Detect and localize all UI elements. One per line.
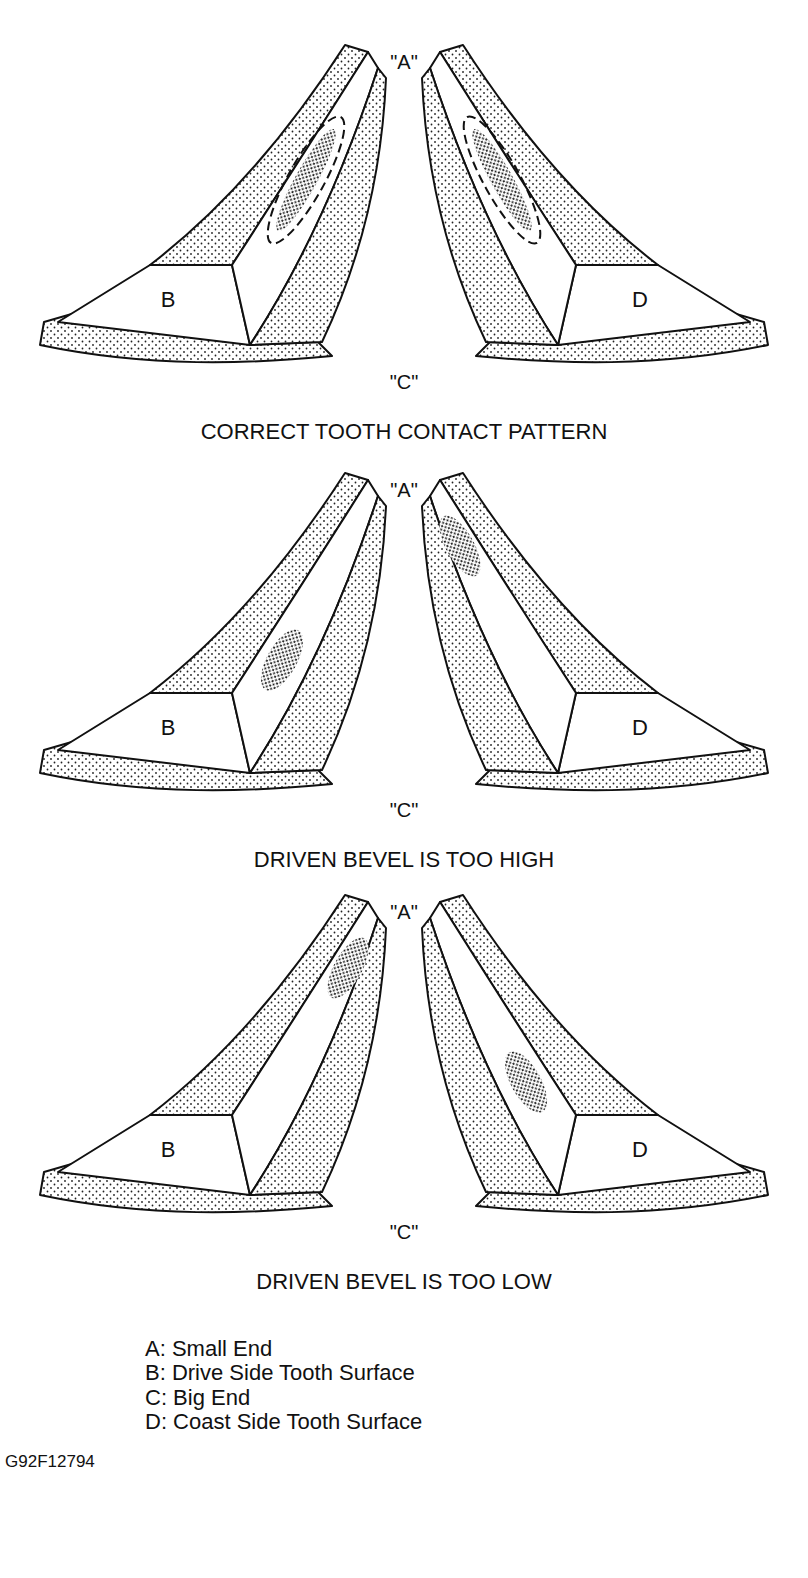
surface-letter: B: [161, 1138, 176, 1162]
legend-text: A: Small End: [145, 1337, 272, 1361]
panel-caption: DRIVEN BEVEL IS TOO HIGH: [254, 848, 554, 872]
surface-letter: D: [632, 288, 648, 312]
panel-correct: [40, 45, 768, 362]
panel-too-low: [40, 895, 768, 1212]
surface-letter: D: [632, 716, 648, 740]
end-letter: "C": [390, 371, 419, 393]
end-letter: "C": [390, 1221, 419, 1243]
end-letter: "A": [390, 479, 418, 501]
panel-caption: DRIVEN BEVEL IS TOO LOW: [256, 1270, 551, 1294]
end-letter: "A": [390, 51, 418, 73]
surface-letter: D: [632, 1138, 648, 1162]
panel-too-high: [40, 473, 768, 790]
end-letter: "A": [390, 901, 418, 923]
surface-letter: B: [161, 288, 176, 312]
end-letter: "C": [390, 799, 419, 821]
surface-letter: B: [161, 716, 176, 740]
panel-caption: CORRECT TOOTH CONTACT PATTERN: [201, 420, 608, 444]
figure-code: G92F12794: [5, 1453, 95, 1472]
legend-text: D: Coast Side Tooth Surface: [145, 1410, 422, 1434]
legend-text: C: Big End: [145, 1386, 250, 1410]
legend-text: B: Drive Side Tooth Surface: [145, 1361, 415, 1385]
